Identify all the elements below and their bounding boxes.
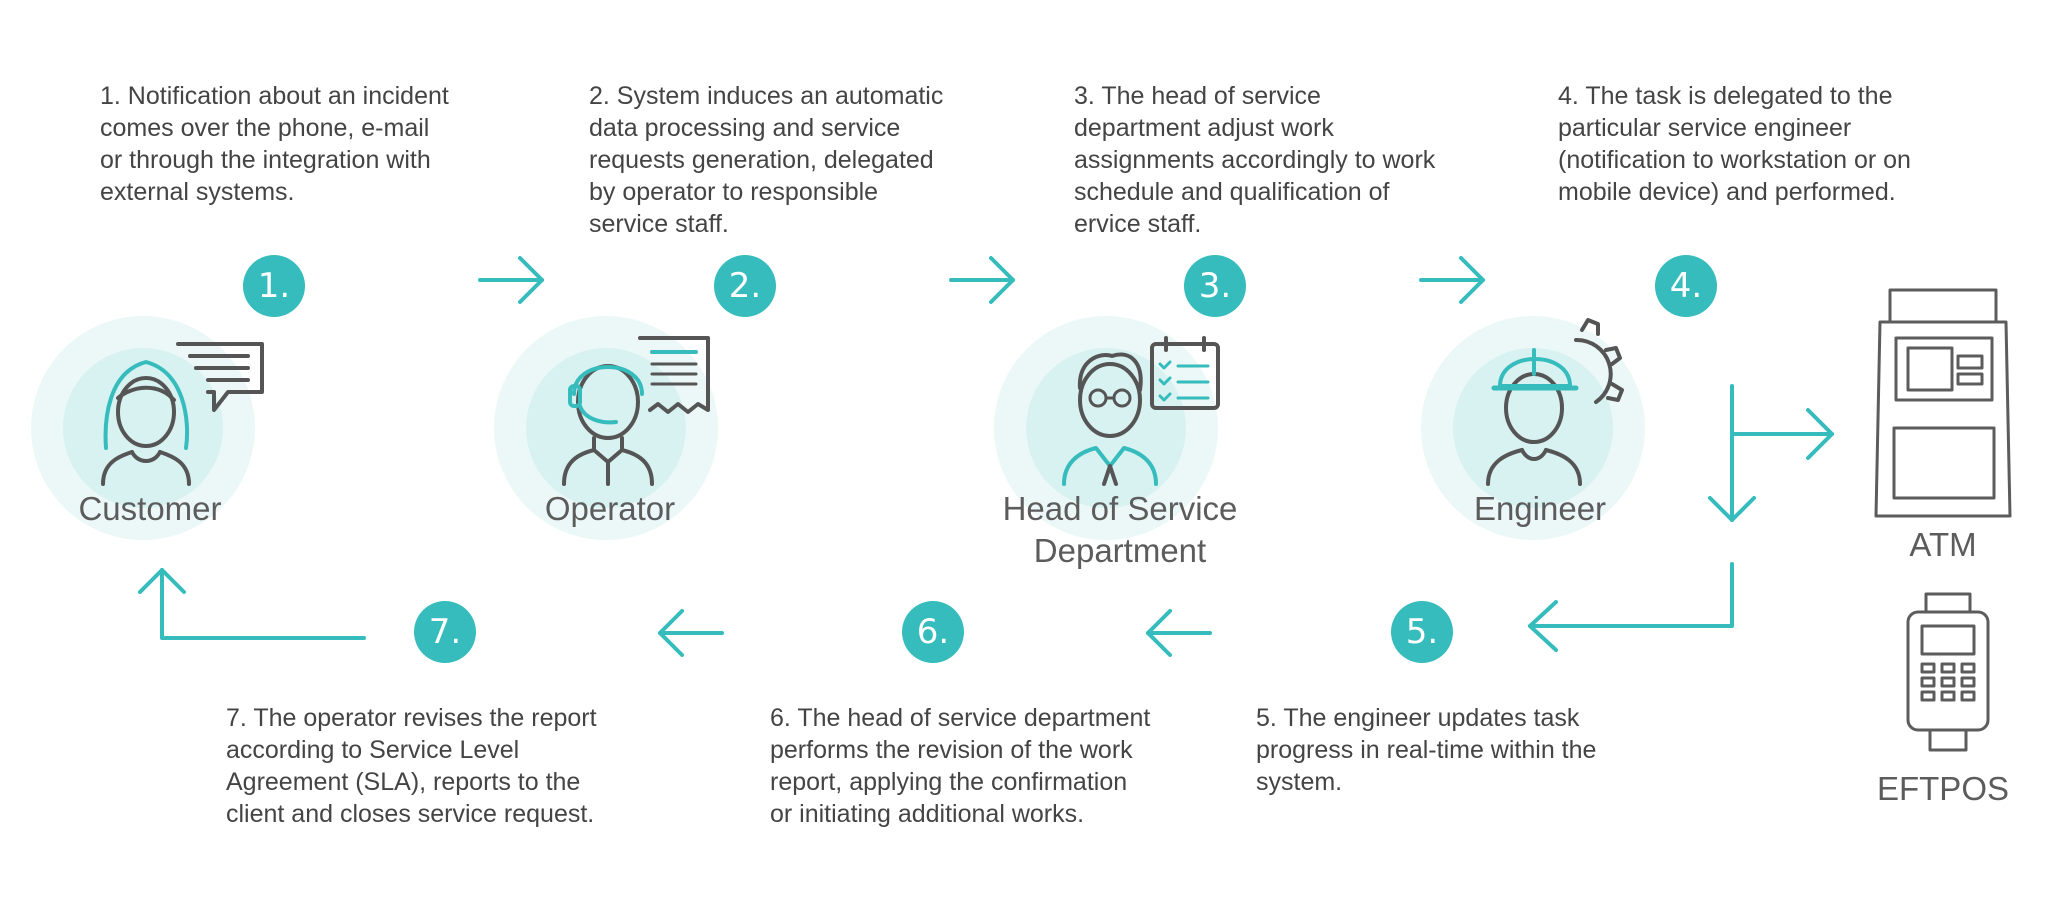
arrow-left-icon bbox=[658, 609, 724, 657]
arrow-right-icon bbox=[478, 256, 544, 304]
step-5-description: 5. The engineer updates task progress in… bbox=[1256, 704, 1597, 796]
operator-label: Operator bbox=[544, 490, 676, 527]
step-3-description: 3. The head of service department adjust… bbox=[1074, 82, 1436, 238]
step-6-badge: 6. bbox=[902, 601, 964, 663]
step-1-description: 1. Notification about an incident comes … bbox=[100, 82, 449, 206]
atm-icon bbox=[1874, 288, 2012, 518]
arrow-right-icon bbox=[1419, 256, 1485, 304]
customer-label: Customer bbox=[78, 490, 222, 527]
arrow-left-icon bbox=[1146, 609, 1212, 657]
head-of-service-label: Head of Service Department bbox=[1002, 490, 1238, 569]
atm-label: ATM bbox=[1909, 526, 1977, 563]
branch-connector bbox=[1528, 384, 1834, 652]
customer-icon bbox=[101, 342, 264, 486]
step-4-description: 4. The task is delegated to the particul… bbox=[1558, 82, 1911, 206]
step-2-description: 2. System induces an automatic data proc… bbox=[589, 82, 944, 238]
return-arrow bbox=[138, 568, 366, 640]
engineer-label: Engineer bbox=[1473, 490, 1607, 527]
head-of-service-icon bbox=[1062, 336, 1220, 486]
step-7-badge: 7. bbox=[414, 601, 476, 663]
step-6-description: 6. The head of service department perfor… bbox=[770, 704, 1151, 828]
step-2-badge: 2. bbox=[714, 255, 776, 317]
step-1-badge: 1. bbox=[243, 255, 305, 317]
arrow-right-icon bbox=[949, 256, 1015, 304]
step-5-badge: 5. bbox=[1391, 601, 1453, 663]
eftpos-label: EFTPOS bbox=[1876, 770, 2010, 807]
operator-icon bbox=[562, 336, 710, 486]
step-3-badge: 3. bbox=[1184, 255, 1246, 317]
step-4-badge: 4. bbox=[1655, 255, 1717, 317]
step-7-description: 7. The operator revises the report accor… bbox=[226, 704, 597, 828]
engineer-icon bbox=[1486, 318, 1624, 486]
eftpos-icon bbox=[1906, 592, 1990, 752]
